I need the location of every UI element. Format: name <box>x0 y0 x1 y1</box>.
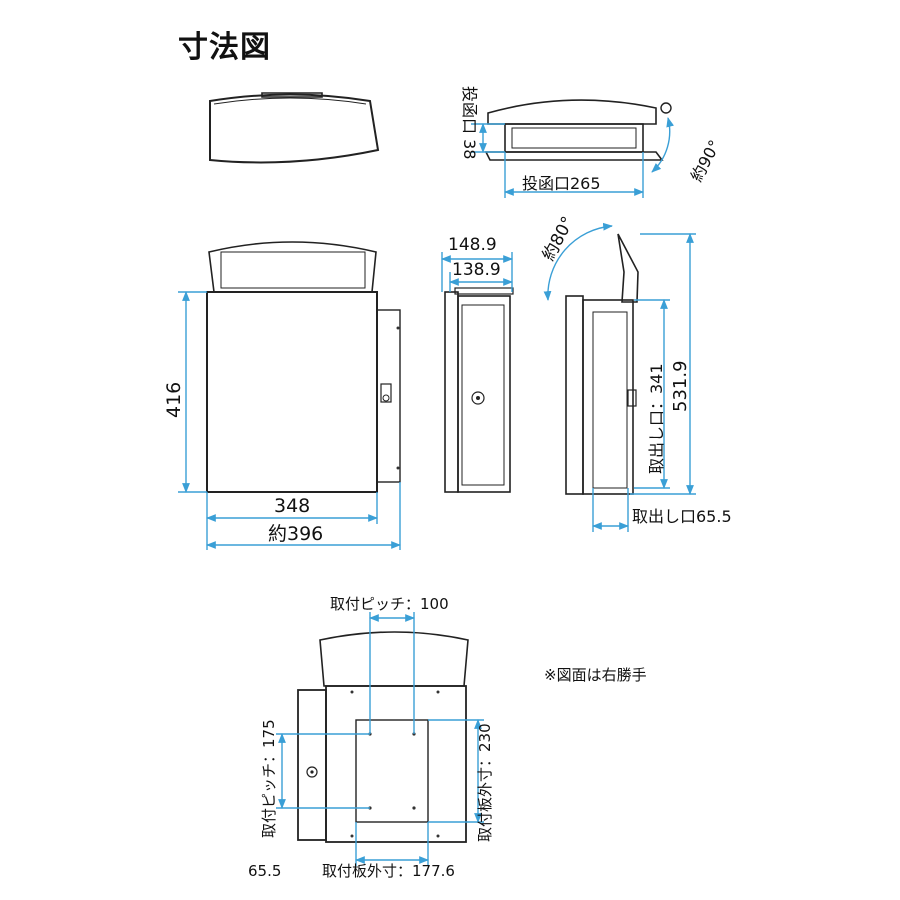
dim-lid-angle-top: 約90° <box>687 137 725 185</box>
dim-corner-65-5: 65.5 <box>248 862 281 880</box>
dim-height-531-9: 531.9 <box>670 360 691 412</box>
dim-outlet-65-5: 取出し口65.5 <box>632 507 732 526</box>
dim-width-348: 348 <box>274 495 310 517</box>
side-view <box>441 252 514 493</box>
dim-width-148-9: 148.9 <box>448 235 497 255</box>
dim-pitch-100: 取付ピッチ：100 <box>330 595 449 613</box>
side-view-open <box>543 222 696 532</box>
dim-pitch-175: 取付ピッチ：175 <box>260 719 278 838</box>
dim-plate-177-6: 取付板外寸：177.6 <box>322 862 455 880</box>
dim-outlet-341: 取出し口：341 <box>647 363 666 474</box>
top-view-lid <box>209 92 380 164</box>
dim-width-396: 約396 <box>268 523 323 545</box>
back-view <box>276 612 484 866</box>
dim-slot-width: 投函口265 <box>522 174 601 193</box>
dim-slot-height: 投函口 38 <box>460 86 479 159</box>
dim-width-138-9: 138.9 <box>452 260 501 280</box>
top-view-open <box>471 99 674 198</box>
front-view <box>178 241 401 550</box>
drawing-title: 寸法図 <box>178 30 271 65</box>
dim-lid-angle-side: 約80° <box>539 213 579 264</box>
dim-height-416: 416 <box>163 382 185 418</box>
hand-note: ※図面は右勝手 <box>544 666 647 684</box>
dim-plate-230: 取付板外寸：230 <box>476 723 494 842</box>
